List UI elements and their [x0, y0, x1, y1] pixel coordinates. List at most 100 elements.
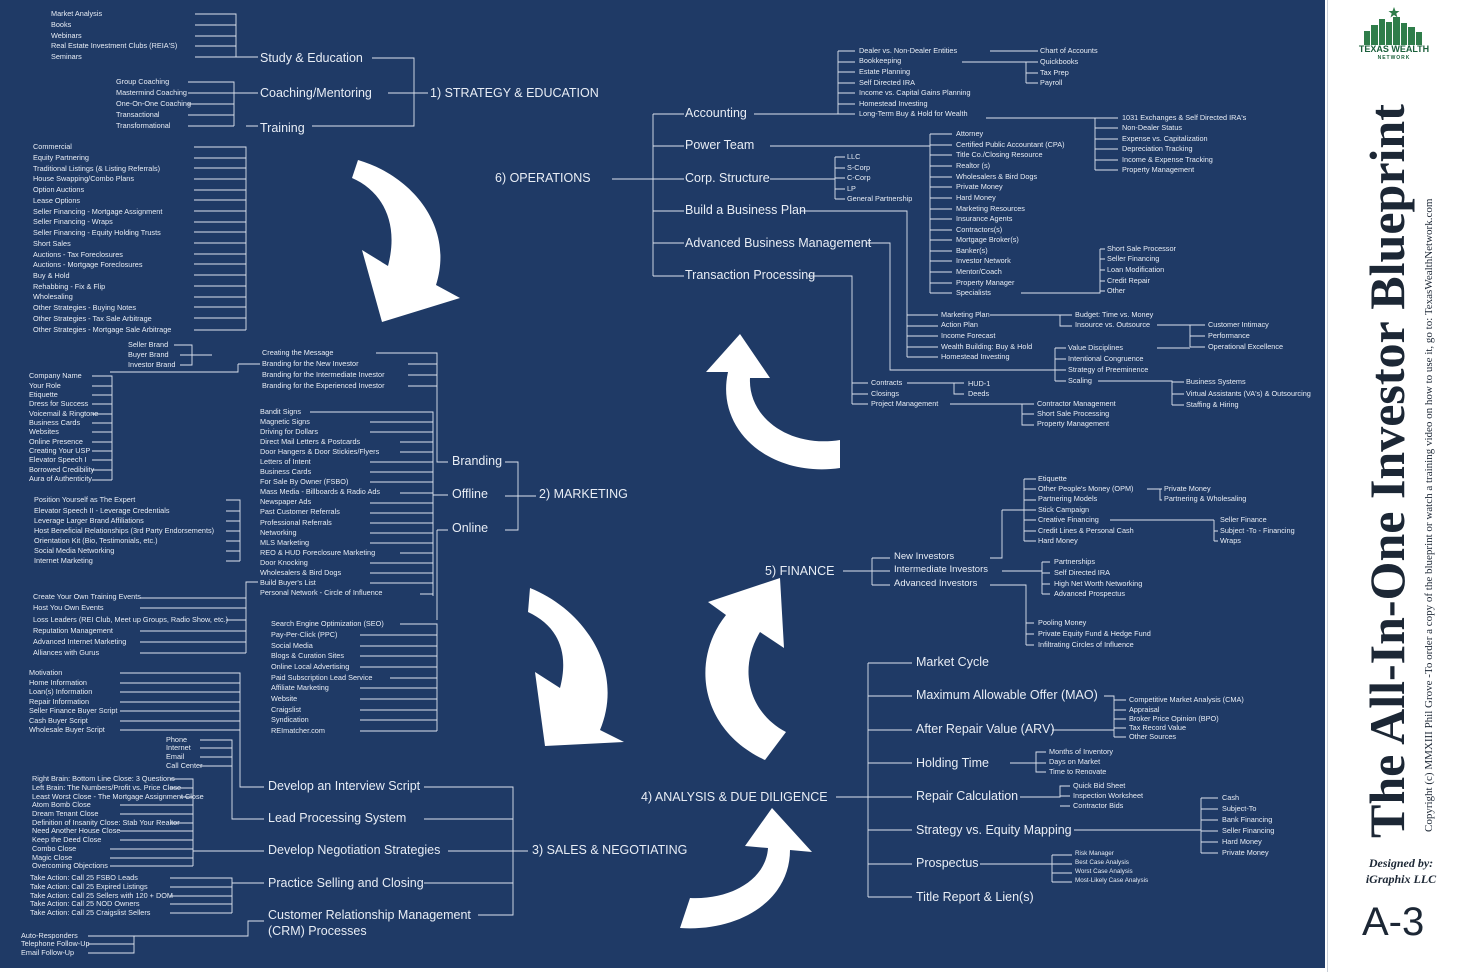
- node-label: Performance: [1208, 331, 1250, 340]
- node-label: Private Money: [1222, 848, 1269, 857]
- designer-name: iGraphix LLC: [1365, 871, 1437, 886]
- node-label: Maximum Allowable Offer (MAO): [916, 688, 1098, 702]
- node-label: Investor Network: [956, 256, 1011, 265]
- node-label: Magic Close: [32, 853, 73, 862]
- node-label: Auto-Responders: [21, 931, 78, 940]
- node-label: Loss Leaders (REI Club, Meet up Groups, …: [33, 615, 229, 624]
- node-label: Realtor (s): [956, 161, 991, 170]
- node-label: Competitive Market Analysis (CMA): [1129, 695, 1244, 704]
- node-label: Time to Renovate: [1049, 767, 1107, 776]
- node-label: Group Coaching: [116, 77, 170, 86]
- node-label: Books: [51, 20, 72, 29]
- node-label: Build a Business Plan: [685, 203, 806, 217]
- connector-lines: [88, 13, 1218, 954]
- node-label: Marketing Plan: [941, 310, 990, 319]
- node-label: Take Action: Call 25 Craigslist Sellers: [30, 908, 151, 917]
- node-label: Develop an Interview Script: [268, 779, 421, 793]
- node-label: Branding for the Intermediate Investor: [262, 370, 385, 379]
- node-label: Overcoming Objections: [32, 861, 108, 870]
- node-label: Host Beneficial Relationships (3rd Party…: [34, 526, 215, 535]
- node-label: Worst Case Analysis: [1075, 868, 1133, 875]
- node-label: Creative Financing: [1038, 515, 1099, 524]
- arrow-1-to-2: [352, 160, 460, 322]
- node-label: Position Yourself as The Expert: [34, 495, 136, 504]
- node-label: Cash Buyer Script: [29, 716, 88, 725]
- node-label: LP: [847, 184, 856, 193]
- node-label: Etiquette: [1038, 474, 1067, 483]
- cycle-arrows: [352, 160, 840, 929]
- node-label: Broker Price Opinion (BPO): [1129, 714, 1219, 723]
- node-label: Self Directed IRA: [859, 78, 915, 87]
- node-label: Seminars: [51, 52, 82, 61]
- node-label: Auctions - Tax Foreclosures: [33, 250, 123, 259]
- node-label: Deeds: [968, 389, 990, 398]
- node-label: Home Information: [29, 678, 87, 687]
- node-label: Syndication: [271, 715, 309, 724]
- node-label: Customer Intimacy: [1208, 320, 1269, 329]
- node-label: Buy & Hold: [33, 271, 70, 280]
- node-label: Rehabbing - Fix & Flip: [33, 282, 106, 291]
- node-label: Months of Inventory: [1049, 747, 1114, 756]
- node-label: Take Action: Call 25 NOD Owners: [30, 899, 140, 908]
- node-label: Marketing Resources: [956, 204, 1025, 213]
- node-label: Combo Close: [32, 844, 77, 853]
- node-label: Other People's Money (OPM): [1038, 484, 1134, 493]
- node-label: 2) MARKETING: [539, 487, 628, 501]
- node-label: Training: [260, 121, 305, 135]
- node-label: REO & HUD Foreclosure Marketing: [260, 548, 376, 557]
- node-label: Wholesalers & Bird Dogs: [260, 568, 342, 577]
- node-label: Investor Brand: [128, 360, 176, 369]
- node-label: Partnering Models: [1038, 494, 1098, 503]
- node-label: Market Analysis: [51, 9, 103, 18]
- node-label: Voicemail & Ringtone: [29, 409, 99, 418]
- node-label: Short Sale Processor: [1107, 244, 1176, 253]
- node-label: Value Disciplines: [1068, 343, 1124, 352]
- node-label: Homestead Investing: [941, 352, 1010, 361]
- node-label: Definition of Insanity Close: Stab Your …: [32, 818, 180, 827]
- node-label: Strategy vs. Equity Mapping: [916, 823, 1072, 837]
- node-label: Keep the Deed Close: [32, 835, 102, 844]
- node-label: Accounting: [685, 106, 747, 120]
- node-label: Professional Referrals: [260, 518, 332, 527]
- node-label: Business Systems: [1186, 377, 1246, 386]
- node-label: Closings: [871, 389, 899, 398]
- arrow-3-to-4: [680, 808, 812, 929]
- node-label: Creating Your USP: [29, 446, 91, 455]
- node-label: Short Sale Processing: [1037, 409, 1110, 418]
- node-label: Lease Options: [33, 196, 81, 205]
- node-label: Wholesalers & Bird Dogs: [956, 172, 1038, 181]
- node-label: Property Manager: [956, 278, 1015, 287]
- node-label: Paid Subscription Lead Service: [271, 673, 373, 682]
- node-label: Business Cards: [29, 418, 81, 427]
- node-label: Take Action: Call 25 Sellers with 120 + …: [30, 891, 173, 900]
- node-label: Income Forecast: [941, 331, 996, 340]
- node-label: Business Cards: [260, 467, 312, 476]
- copyright-note: Copyright (c) MMXIII Phil Grove -To orde…: [1423, 198, 1435, 832]
- node-label: Seller Finance: [1220, 515, 1267, 524]
- node-label: Appraisal: [1129, 705, 1160, 714]
- node-label: Equity Partnering: [33, 153, 89, 162]
- node-label: Online Presence: [29, 437, 83, 446]
- node-label: Inspection Worksheet: [1073, 791, 1144, 800]
- node-label: Your Role: [29, 381, 61, 390]
- node-label: Mortgage Broker(s): [956, 235, 1019, 244]
- node-label: Create Your Own Training Events: [33, 592, 141, 601]
- node-label: Other Sources: [1129, 732, 1177, 741]
- texas-wealth-logo-icon: [1364, 7, 1422, 45]
- node-label: Risk Manager: [1075, 850, 1114, 857]
- node-label: Coaching/Mentoring: [260, 86, 372, 100]
- node-label: General Partnership: [847, 194, 913, 203]
- node-label: Hard Money: [956, 193, 996, 202]
- node-label: House Swapping/Combo Plans: [33, 174, 134, 183]
- node-label: Letters of Intent: [260, 457, 311, 466]
- node-label: Virtual Assistants (VA's) & Outsourcing: [1186, 389, 1311, 398]
- node-label: S-Corp: [847, 163, 871, 172]
- node-label: Branding: [452, 454, 503, 468]
- node-label: Etiquette: [29, 390, 58, 399]
- node-label: Budget: Time vs. Money: [1075, 310, 1154, 319]
- node-label: REImatcher.com: [271, 726, 325, 735]
- poster-code: A-3: [1362, 900, 1425, 944]
- node-label: Title Report & Lien(s): [916, 890, 1034, 904]
- node-label: Property Management: [1037, 419, 1110, 428]
